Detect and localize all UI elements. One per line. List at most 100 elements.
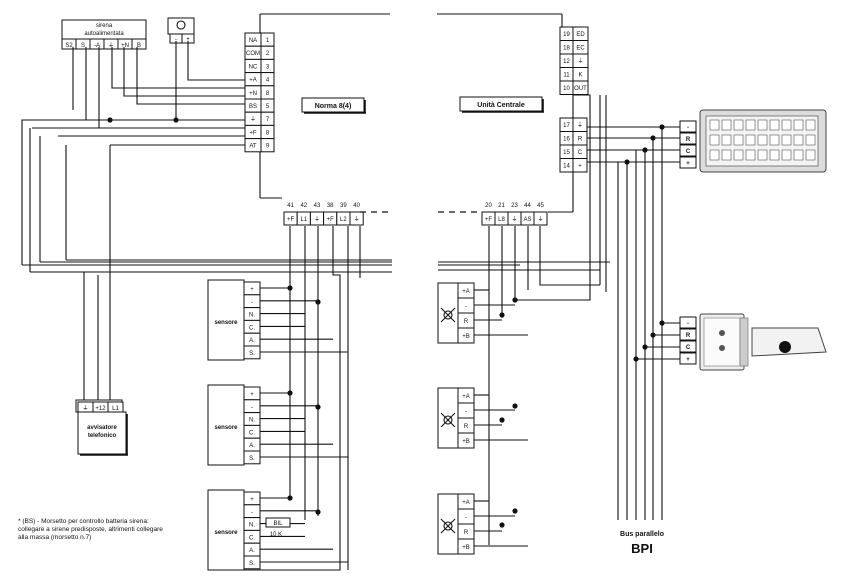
- norma-terminal-label: +N: [249, 91, 257, 97]
- sensor-terminal-label: +: [250, 497, 254, 503]
- reader-led-icon-2: [719, 345, 725, 351]
- unita-top-label: ED: [576, 32, 585, 38]
- keypad-key: [757, 134, 768, 146]
- siren-title-line: sirena: [96, 23, 113, 29]
- siren-terminal-label: B: [137, 43, 141, 49]
- norma-bottom-terminal: [349, 211, 364, 226]
- junction-dot: [659, 320, 665, 326]
- unita-bottom-num: 21: [498, 203, 505, 209]
- sensor-body: [207, 279, 245, 361]
- keypad-key: [745, 119, 756, 131]
- sensor-terminal-label: +: [250, 287, 254, 293]
- resistor-label: 10 K: [270, 532, 282, 538]
- detector-terminal-label: -: [465, 515, 467, 521]
- unita-top-label: EC: [576, 46, 585, 52]
- keypad-key: [721, 149, 732, 161]
- detector-terminal-label: +A: [462, 289, 470, 295]
- junction-dot: [499, 417, 505, 423]
- unita-top-label: ⏚: [577, 58, 583, 65]
- keypad-key: [793, 134, 804, 146]
- norma-bottom-label: L2: [340, 217, 347, 223]
- junction-dot: [642, 344, 648, 350]
- detector: +A-R+B: [437, 493, 528, 555]
- norma-terminal-num: 9: [266, 144, 270, 150]
- unita-bottom-num: 23: [511, 203, 518, 209]
- unita-bus-terminal: [572, 158, 588, 173]
- junction-dot: [650, 135, 656, 141]
- sensor: sensore+-N.C.A.S.: [207, 489, 348, 571]
- keypad-key: [769, 149, 780, 161]
- keypad-terminal-label: R: [686, 137, 691, 143]
- power-block: -+: [167, 17, 195, 44]
- junction-dot: [173, 117, 179, 123]
- card-reader: -RC+: [679, 313, 827, 371]
- norma-terminal-label: ⏚: [250, 116, 256, 123]
- detector-terminal-label: +A: [462, 394, 470, 400]
- dialer-terminal-label: ⏚: [82, 405, 88, 412]
- unita-title: Unità Centrale: [477, 102, 525, 109]
- junction-dot: [107, 117, 113, 123]
- siren-terminal-label: +N: [121, 43, 129, 49]
- keypad-key: [721, 134, 732, 146]
- power-terminal-label: -: [175, 37, 177, 43]
- detector-terminal-label: -: [465, 409, 467, 415]
- dialer-title-line1: avvisatore: [87, 425, 117, 431]
- junction-dot: [512, 403, 518, 409]
- junction-dot: [499, 522, 505, 528]
- unita-bus-num: 17: [563, 123, 570, 129]
- junction-dot: [624, 159, 630, 165]
- unita-bus-label: +: [578, 164, 582, 170]
- keypad-key: [805, 149, 816, 161]
- junction-dot: [315, 404, 321, 410]
- norma-terminal-label: BS: [249, 104, 257, 110]
- keypad-key: [745, 134, 756, 146]
- norma-title: Norma 8(4): [315, 103, 352, 110]
- keypad-key: [721, 119, 732, 131]
- unita-panel-frame: [437, 13, 574, 213]
- norma-terminal-num-cell: [260, 138, 275, 153]
- keypad-key: [709, 134, 720, 146]
- norma-bottom-label: +F: [327, 217, 335, 223]
- norma-terminal-num: 3: [266, 64, 270, 70]
- reader-terminal-label: C: [686, 345, 691, 351]
- unita-bus-label: C: [578, 150, 583, 156]
- unita-bus-num: 15: [563, 150, 570, 156]
- detector-lens-icon: [443, 415, 453, 425]
- norma-terminal-label: NC: [249, 64, 258, 70]
- detector-cross-icon-b: [440, 518, 456, 534]
- norma-bottom-label: +F: [287, 217, 295, 223]
- keypad-terminal-label: -: [687, 125, 689, 131]
- reader-terminal-label: -: [687, 321, 689, 327]
- sensor-terminal-label: S.: [249, 456, 255, 462]
- keypad-terminals: -RC+: [679, 120, 697, 169]
- detector-terminal-label: -: [465, 304, 467, 310]
- speaker-icon: [176, 20, 186, 30]
- norma-terminal-label: AT: [249, 144, 257, 150]
- keypad-key: [733, 149, 744, 161]
- keypad-key: [733, 119, 744, 131]
- sensor-terminal-label: -: [251, 510, 253, 516]
- junction-dot: [650, 332, 656, 338]
- detector-terminal-label: +B: [462, 439, 470, 445]
- bus-name: BPI: [631, 541, 653, 556]
- junction-dot: [315, 509, 321, 515]
- sensor-terminal-label: A.: [249, 443, 255, 449]
- keypad-key: [781, 134, 792, 146]
- keypad-key: [709, 119, 720, 131]
- resistor-body: [265, 517, 291, 528]
- unita-bus-label: R: [578, 137, 583, 143]
- detector: +A-R+B: [437, 282, 528, 344]
- sensor-label: sensore: [214, 425, 238, 431]
- wires: [21, 41, 680, 571]
- power-terminals: -+: [169, 33, 195, 44]
- junction-dot: [512, 508, 518, 514]
- unita-top-num: 10: [563, 86, 570, 92]
- norma-bottom-label: ⏚: [354, 216, 360, 223]
- norma-title-box: Norma 8(4): [301, 97, 366, 114]
- junction-dot: [315, 299, 321, 305]
